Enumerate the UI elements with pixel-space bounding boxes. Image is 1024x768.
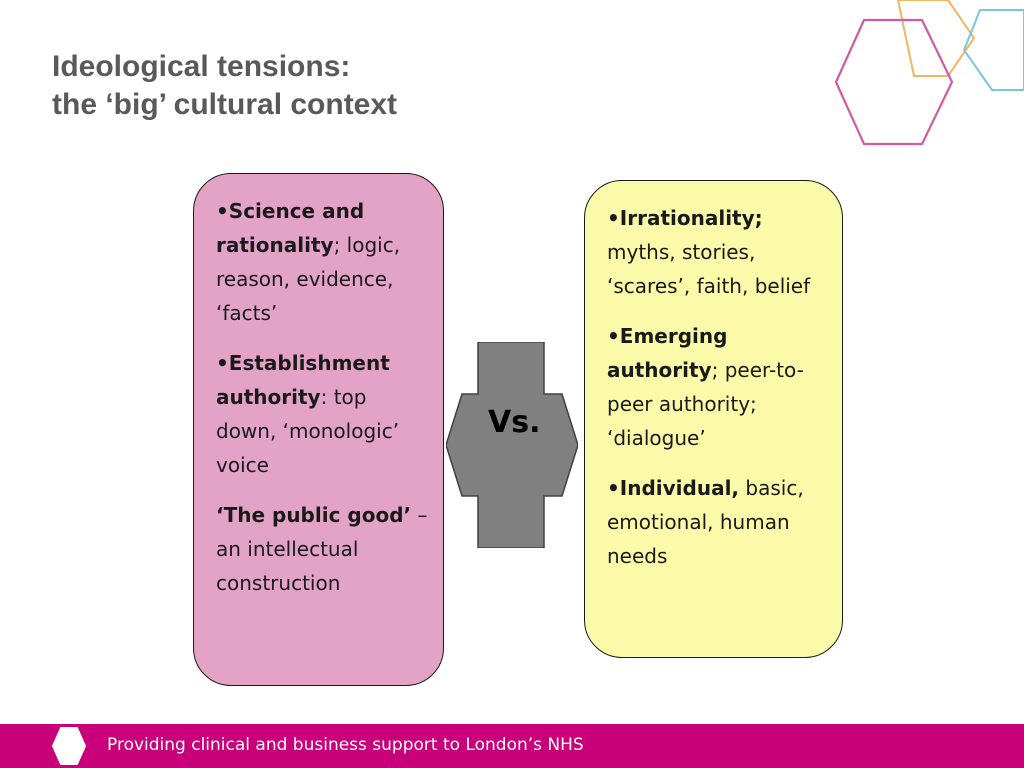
irrationality-box: •Irrationality; myths, stories, ‘scares’… (584, 180, 843, 658)
left-bullet-1-text: ; logic, reason, evidence, ‘facts’ (216, 233, 401, 325)
left-bullet-1-bold: •Science and rationality (216, 199, 365, 257)
hexagon-logo-icon (52, 727, 86, 765)
left-bullet-2: •Establishment authority: top down, ‘mon… (216, 346, 431, 482)
right-bullet-1-text: myths, stories, ‘scares’, faith, belief (607, 240, 811, 298)
right-bullet-3-bold: •Individual, (607, 476, 740, 500)
slide-title-line-2: the ‘big’ cultural context (52, 88, 398, 121)
left-bullet-1: •Science and rationality; logic, reason,… (216, 194, 431, 330)
slide-title-line-1: Ideological tensions: (52, 50, 351, 83)
left-bullet-3-text: – an intellectual construction (216, 503, 428, 595)
right-bullet-2-bold: •Emerging authority (607, 324, 728, 382)
double-arrow-cross-icon (446, 342, 578, 548)
right-bullet-3: •Individual, basic, emotional, human nee… (607, 471, 830, 573)
footer-bar: Providing clinical and business support … (0, 724, 1024, 768)
rationality-box: •Science and rationality; logic, reason,… (193, 173, 444, 686)
hexagon-rings-icon (834, 0, 1024, 146)
left-bullet-3-bold: ‘The public good’ (216, 503, 412, 527)
right-bullet-3-text: basic, emotional, human needs (607, 476, 804, 568)
right-bullet-1-bold: •Irrationality; (607, 206, 763, 230)
left-bullet-2-bold: •Establishment authority (216, 351, 390, 409)
right-bullet-2-text: ; peer-to-peer authority; ‘dialogue’ (607, 358, 804, 450)
left-bullet-2-text: : top down, ‘monologic’ voice (216, 385, 400, 477)
right-bullet-1: •Irrationality; myths, stories, ‘scares’… (607, 201, 830, 303)
left-bullet-3: ‘The public good’ – an intellectual cons… (216, 498, 431, 600)
slide-title: Ideological tensions: the ‘big’ cultural… (52, 48, 397, 124)
footer-tagline: Providing clinical and business support … (107, 735, 584, 755)
right-bullet-2: •Emerging authority; peer-to-peer author… (607, 319, 830, 455)
vs-label: Vs. (488, 405, 541, 440)
